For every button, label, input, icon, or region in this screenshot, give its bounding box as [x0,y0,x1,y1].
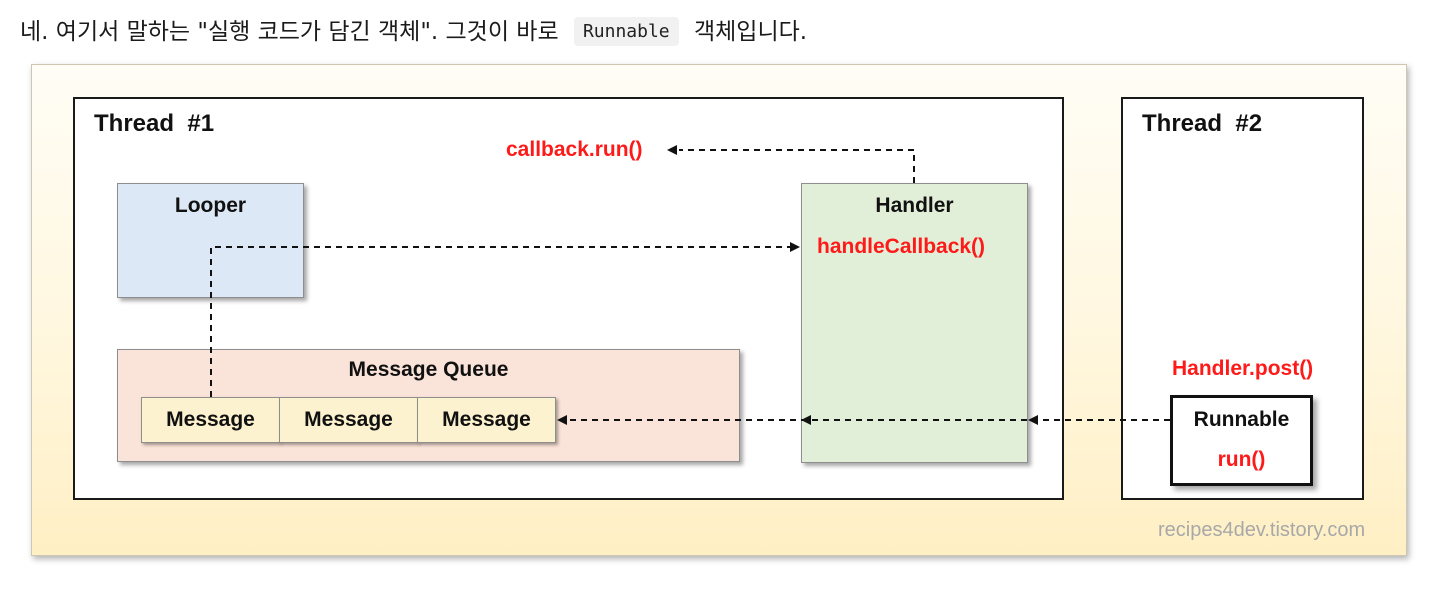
runnable-run-method: run() [1217,448,1266,471]
handler-post-label: Handler.post() [1172,357,1314,380]
runnable-title: Runnable [1193,408,1290,431]
callback-run-label: callback.run() [506,138,643,161]
watermark-text: recipes4dev.tistory.com [1158,519,1366,541]
handler-box: Handler [801,183,1028,463]
intro-sentence: 네. 여기서 말하는 "실행 코드가 담긴 객체". 그것이 바로 Runnab… [20,14,807,54]
thread-2-container [1121,97,1364,500]
message-item: Message [417,397,556,443]
inline-code-runnable: Runnable [573,17,679,46]
message-item: Message [279,397,418,443]
message-item: Message [141,397,280,443]
looper-box: Looper [117,183,304,298]
thread-2-label: Thread #2 [1142,110,1263,137]
runnable-box: Runnable run() [1170,395,1313,486]
handle-callback-label: handleCallback() [817,235,986,258]
message-queue-title: Message Queue [348,358,509,381]
handler-title: Handler [875,194,954,217]
thread-1-label: Thread #1 [94,110,215,137]
intro-text-before: 네. 여기서 말하는 "실행 코드가 담긴 객체". 그것이 바로 [20,19,559,45]
intro-text-after: 객체입니다. [693,19,808,45]
looper-title: Looper [174,194,247,217]
